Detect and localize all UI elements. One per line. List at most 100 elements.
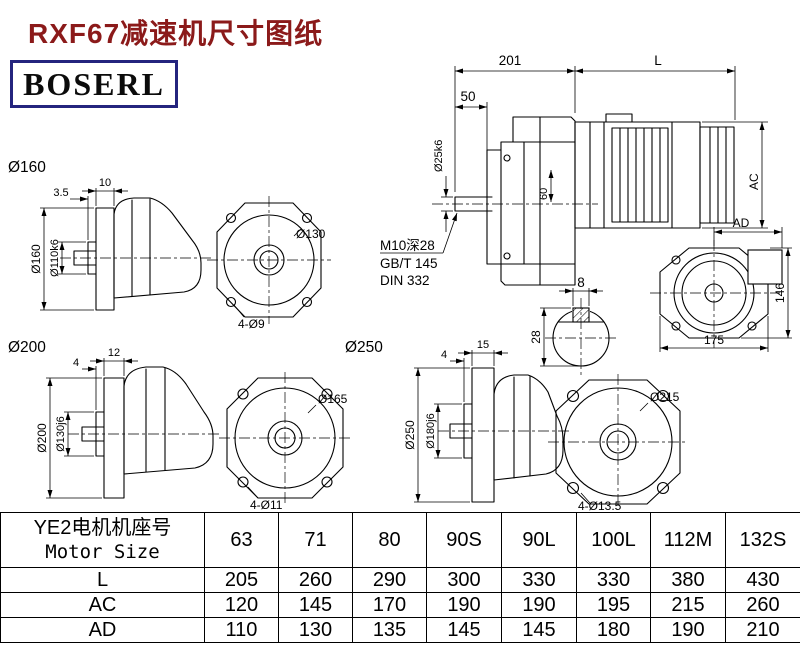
dim-50: 50 [460, 89, 475, 104]
gear-housing [493, 374, 564, 481]
row-label-ad: AD [0, 617, 205, 643]
bolt-hole [237, 388, 249, 400]
value-cell: 190 [650, 617, 726, 643]
table-row: L 205 260 290 300 330 330 380 430 [0, 567, 800, 593]
note-gbt: GB/T 145 [380, 256, 438, 271]
note-din: DIN 332 [380, 273, 430, 288]
fan-cowl [699, 126, 735, 224]
motor-size-cell: 63 [204, 512, 279, 568]
dim-flange250-circle: Ø215 [650, 390, 680, 404]
flange200-label: Ø200 [8, 339, 46, 356]
flange-outline [555, 379, 681, 505]
dim-l: L [654, 53, 662, 68]
motor-body [574, 121, 701, 229]
dim-201: 201 [499, 53, 522, 68]
main-assembly-view: 201 L 50 Ø25k6 60 [380, 53, 768, 288]
dim-flange200-thickness: 12 [108, 347, 120, 359]
motor-size-cell: 100L [576, 512, 651, 568]
flange-plate [471, 367, 495, 503]
value-cell: 290 [352, 567, 427, 593]
bolt-hole [237, 476, 249, 488]
flange160-front-view: Ø130 4-Ø9 [207, 196, 331, 331]
motor-fin-section [611, 127, 669, 223]
value-cell: 330 [501, 567, 577, 593]
bolt-hole [747, 321, 757, 331]
dim-flange160-holes: 4-Ø9 [238, 317, 265, 331]
bolt-hole [225, 212, 237, 224]
value-cell: 145 [501, 617, 577, 643]
value-cell: 130 [278, 617, 353, 643]
flange250-front-view: Ø215 4-Ø13.5 [548, 374, 688, 513]
motor-size-cell: 90S [426, 512, 502, 568]
dim-flange250-od: Ø250 [403, 420, 417, 450]
value-cell: 215 [650, 592, 726, 618]
dimension-table: YE2电机机座号 Motor Size 63 71 80 90S 90L 100… [0, 512, 800, 643]
value-cell: 180 [576, 617, 651, 643]
terminal-box [747, 249, 783, 285]
motor-size-cell: 90L [501, 512, 577, 568]
bolt-hole [656, 481, 670, 495]
flange200-side-view: 12 4 Ø200 Ø130j6 [35, 347, 222, 499]
value-cell: 430 [725, 567, 800, 593]
value-cell: 210 [725, 617, 800, 643]
row-label-l: L [0, 567, 205, 593]
table-row: AC 120 145 170 190 190 195 215 260 [0, 592, 800, 618]
dim-key-height: 28 [529, 330, 543, 344]
flange-outline [216, 202, 322, 318]
dim-flange200-step: 4 [73, 357, 79, 369]
motor-flange-view: AD 146 175 [650, 216, 792, 352]
flange-plate [95, 207, 115, 311]
dim-flange200-holes: 4-Ø11 [250, 498, 283, 512]
dim-flange200-spigot: Ø130j6 [55, 416, 67, 451]
bolt-hole [671, 255, 681, 265]
value-cell: 145 [426, 617, 502, 643]
flange-spigot [95, 411, 105, 457]
bolt-hole [225, 296, 237, 308]
flange160-side-view: 10 3.5 Ø160 Ø110k6 [29, 177, 214, 311]
flange200-front-view: Ø165 4-Ø11 [219, 372, 351, 512]
value-cell: 120 [204, 592, 279, 618]
dim-flange250-step: 4 [441, 349, 447, 361]
value-cell: 135 [352, 617, 427, 643]
page-title: RXF67减速机尺寸图纸 [28, 18, 324, 49]
bolt-hole [321, 388, 333, 400]
input-shaft [81, 426, 105, 442]
motor-size-cell: 80 [352, 512, 427, 568]
dim-60: 60 [538, 188, 550, 200]
dim-ac: AC [747, 173, 761, 190]
bolt-hole [656, 389, 670, 403]
note-thread: M10深28 [380, 238, 435, 253]
table-header-cell: YE2电机机座号 Motor Size [0, 512, 205, 568]
motor-size-cell: 132S [725, 512, 800, 568]
input-shaft [73, 250, 97, 266]
bolt-hole [301, 296, 313, 308]
dim-key-width: 8 [577, 275, 585, 290]
dim-flange160-thickness: 10 [99, 177, 111, 189]
flange160-label: Ø160 [8, 159, 46, 176]
dim-175: 175 [704, 333, 724, 347]
value-cell: 110 [204, 617, 279, 643]
dim-flange160-step: 3.5 [53, 187, 68, 199]
keyway-detail-view: 8 28 [529, 275, 617, 378]
gear-housing [123, 366, 214, 475]
gearbox-housing [500, 116, 576, 286]
dim-flange250-thickness: 15 [477, 339, 489, 351]
technical-drawing: Ø160 10 3.5 Ø160 [8, 53, 792, 513]
brand-logo: BOSERL [10, 60, 178, 108]
bolt-hole [566, 481, 580, 495]
dim-flange160-od: Ø160 [29, 244, 43, 274]
value-cell: 380 [650, 567, 726, 593]
dim-flange160-circle: Ø130 [296, 227, 326, 241]
dim-flange200-od: Ø200 [35, 423, 49, 453]
dim-flange250-holes: 4-Ø13.5 [578, 499, 622, 512]
value-cell: 330 [576, 567, 651, 593]
flange-outline [226, 377, 344, 499]
value-cell: 170 [352, 592, 427, 618]
flange160-group: Ø160 10 3.5 Ø160 [8, 159, 331, 331]
bolt-hole [321, 476, 333, 488]
bolt-hole [671, 321, 681, 331]
dim-flange160-spigot: Ø110k6 [49, 239, 61, 277]
flange250-group: Ø250 15 4 Ø250 [345, 339, 688, 513]
dim-146: 146 [773, 283, 787, 303]
value-cell: 190 [501, 592, 577, 618]
